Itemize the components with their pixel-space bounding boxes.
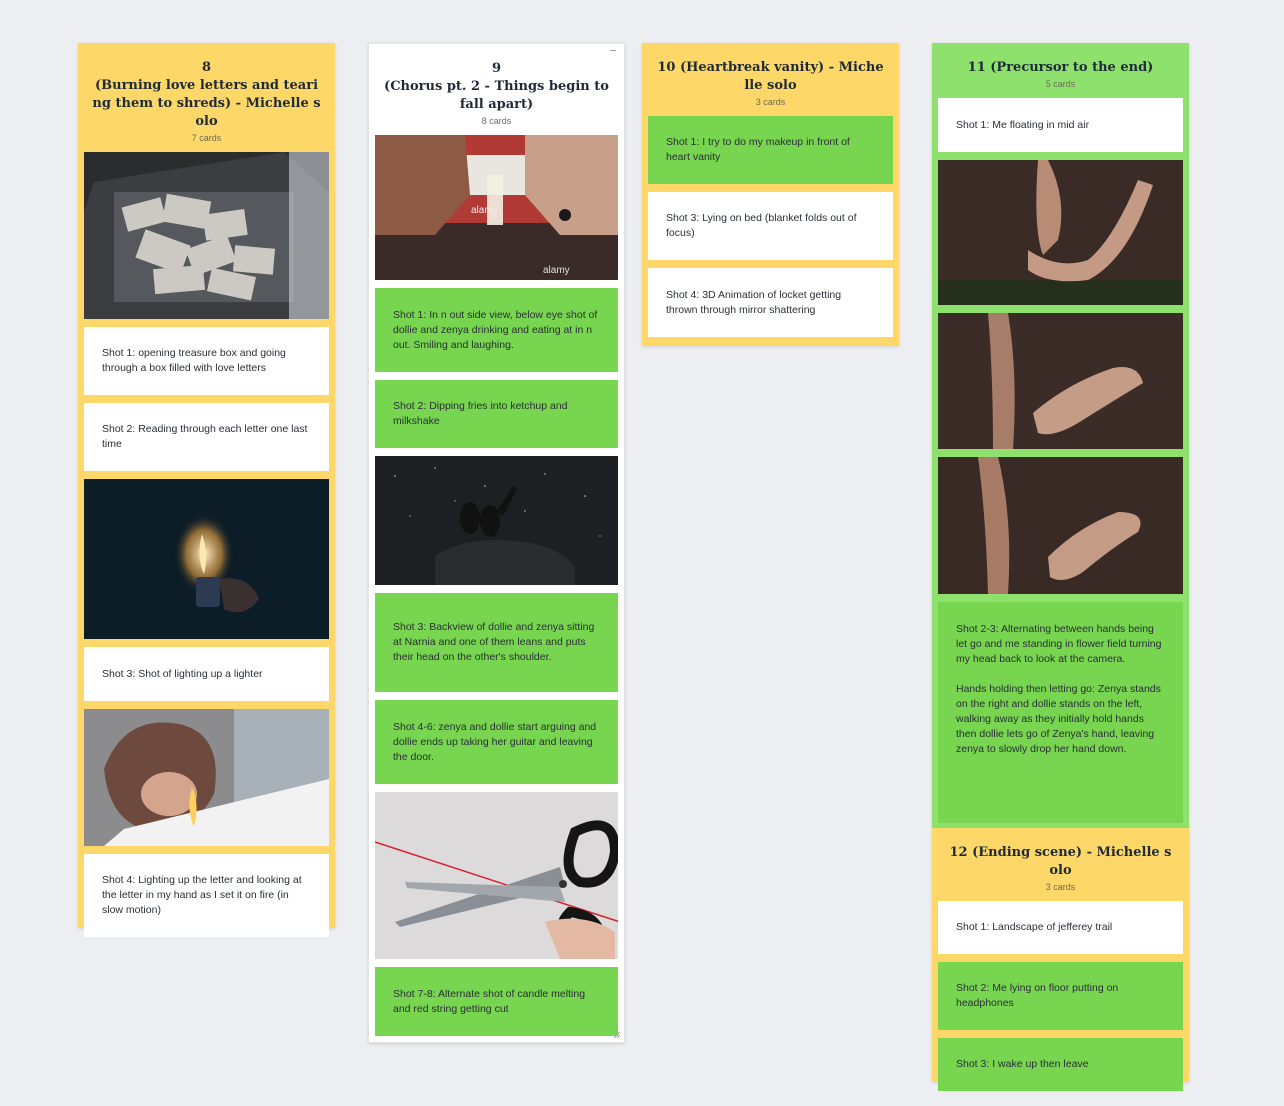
image-card-hands-1[interactable]	[938, 160, 1183, 305]
card-shot-2[interactable]: Shot 2: Reading through each letter one …	[84, 403, 329, 471]
column-title: 11 (Precursor to the end)	[967, 60, 1154, 75]
letter-fire-photo	[84, 709, 329, 846]
card-shot-1[interactable]: Shot 1: Me floating in mid air	[938, 98, 1183, 152]
card-text: Shot 2: Me lying on floor putting on hea…	[956, 982, 1122, 1009]
column-title: 8 (Burning love letters and tearing them…	[92, 60, 321, 129]
card-count: 3 cards	[1045, 882, 1076, 892]
column-title: 9 (Chorus pt. 2 - Things begin to fall a…	[384, 61, 609, 112]
card-text: Shot 4-6: zenya and dollie start arguing…	[393, 720, 600, 763]
column-header: 9 (Chorus pt. 2 - Things begin to fall a…	[375, 44, 618, 127]
card-text: Shot 4: 3D Animation of locket getting t…	[666, 288, 845, 316]
minimize-icon[interactable]	[610, 50, 616, 51]
card-text: Shot 3: Lying on bed (blanket folds out …	[666, 212, 860, 239]
resize-handle-icon[interactable]	[613, 1031, 621, 1039]
card-text: Shot 1: In n out side view, below eye sh…	[393, 308, 601, 351]
image-card-hands-2[interactable]	[938, 313, 1183, 449]
card-shot-2[interactable]: Shot 2: Me lying on floor putting on hea…	[938, 962, 1183, 1030]
card-text: Shot 1: I try to do my makeup in front o…	[666, 136, 853, 163]
diner-photo: alamy alamy	[375, 135, 618, 280]
card-shot-3[interactable]: Shot 3: I wake up then leave	[938, 1038, 1183, 1091]
image-card-scissors[interactable]	[375, 792, 618, 959]
card-shot-7-8[interactable]: Shot 7-8: Alternate shot of candle melti…	[375, 967, 618, 1036]
card-shot-2-3[interactable]: Shot 2-3: Alternating between hands bein…	[938, 602, 1183, 823]
card-text: Shot 3: Backview of dollie and zenya sit…	[393, 621, 598, 663]
column-12[interactable]: 12 (Ending scene) - Michelle solo 3 card…	[932, 828, 1189, 1091]
hands-photo	[938, 313, 1183, 449]
card-shot-4[interactable]: Shot 4: 3D Animation of locket getting t…	[648, 268, 893, 337]
card-shot-1[interactable]: Shot 1: opening treasure box and going t…	[84, 327, 329, 395]
card-shot-2[interactable]: Shot 2: Dipping fries into ketchup and m…	[375, 380, 618, 448]
card-shot-4[interactable]: Shot 4: Lighting up the letter and looki…	[84, 854, 329, 937]
card-text: Shot 4: Lighting up the letter and looki…	[102, 874, 305, 916]
image-card-night-sky[interactable]	[375, 456, 618, 585]
watermark-label: alamy	[543, 265, 570, 276]
card-shot-3[interactable]: Shot 3: Backview of dollie and zenya sit…	[375, 593, 618, 692]
card-shot-3[interactable]: Shot 3: Shot of lighting up a lighter	[84, 647, 329, 701]
card-shot-3[interactable]: Shot 3: Lying on bed (blanket folds out …	[648, 192, 893, 260]
card-text: Shot 3: I wake up then leave	[956, 1058, 1089, 1070]
lighter-photo	[84, 479, 329, 639]
column-title: 12 (Ending scene) - Michelle solo	[949, 845, 1172, 878]
hands-photo	[938, 160, 1183, 305]
card-count: 7 cards	[191, 133, 222, 143]
night-sky-photo	[375, 456, 618, 585]
image-card-hands-3[interactable]	[938, 457, 1183, 594]
image-card-letter-fire[interactable]	[84, 709, 329, 846]
card-count: 8 cards	[481, 116, 512, 126]
column-header: 11 (Precursor to the end) 5 cards	[938, 43, 1183, 90]
column-8[interactable]: 8 (Burning love letters and tearing them…	[78, 43, 335, 937]
card-shot-4-6[interactable]: Shot 4-6: zenya and dollie start arguing…	[375, 700, 618, 784]
image-card-lighter[interactable]	[84, 479, 329, 639]
image-card-treasure-box[interactable]	[84, 152, 329, 319]
card-text: Shot 1: Me floating in mid air	[956, 118, 1090, 131]
card-shot-1[interactable]: Shot 1: Landscape of jefferey trail	[938, 901, 1183, 954]
column-9[interactable]: 9 (Chorus pt. 2 - Things begin to fall a…	[368, 43, 625, 1043]
card-text: Shot 1: opening treasure box and going t…	[102, 347, 289, 374]
card-shot-1[interactable]: Shot 1: I try to do my makeup in front o…	[648, 116, 893, 184]
card-count: 5 cards	[1045, 79, 1076, 89]
card-text: Shot 2: Reading through each letter one …	[102, 423, 311, 450]
column-header: 10 (Heartbreak vanity) - Michelle solo 3…	[648, 43, 893, 108]
card-text: Shot 7-8: Alternate shot of candle melti…	[393, 987, 588, 1015]
watermark-label: alamy	[471, 205, 498, 216]
column-header: 12 (Ending scene) - Michelle solo 3 card…	[938, 828, 1183, 893]
card-text: Shot 1: Landscape of jefferey trail	[956, 921, 1113, 933]
card-shot-1[interactable]: Shot 1: In n out side view, below eye sh…	[375, 288, 618, 372]
column-10[interactable]: 10 (Heartbreak vanity) - Michelle solo 3…	[642, 43, 899, 346]
column-11[interactable]: 11 (Precursor to the end) 5 cards Shot 1…	[932, 43, 1189, 828]
card-text: Shot 2: Dipping fries into ketchup and m…	[393, 400, 571, 427]
column-header: 8 (Burning love letters and tearing them…	[84, 43, 329, 144]
card-text: Shot 2-3: Alternating between hands bein…	[956, 623, 1162, 755]
scissors-photo	[375, 792, 618, 959]
treasure-box-photo	[84, 152, 329, 319]
column-title: 10 (Heartbreak vanity) - Michelle solo	[657, 60, 884, 93]
card-count: 3 cards	[755, 97, 786, 107]
card-text: Shot 3: Shot of lighting up a lighter	[102, 667, 263, 680]
image-card-diner[interactable]: alamy alamy	[375, 135, 618, 280]
hands-photo	[938, 457, 1183, 594]
